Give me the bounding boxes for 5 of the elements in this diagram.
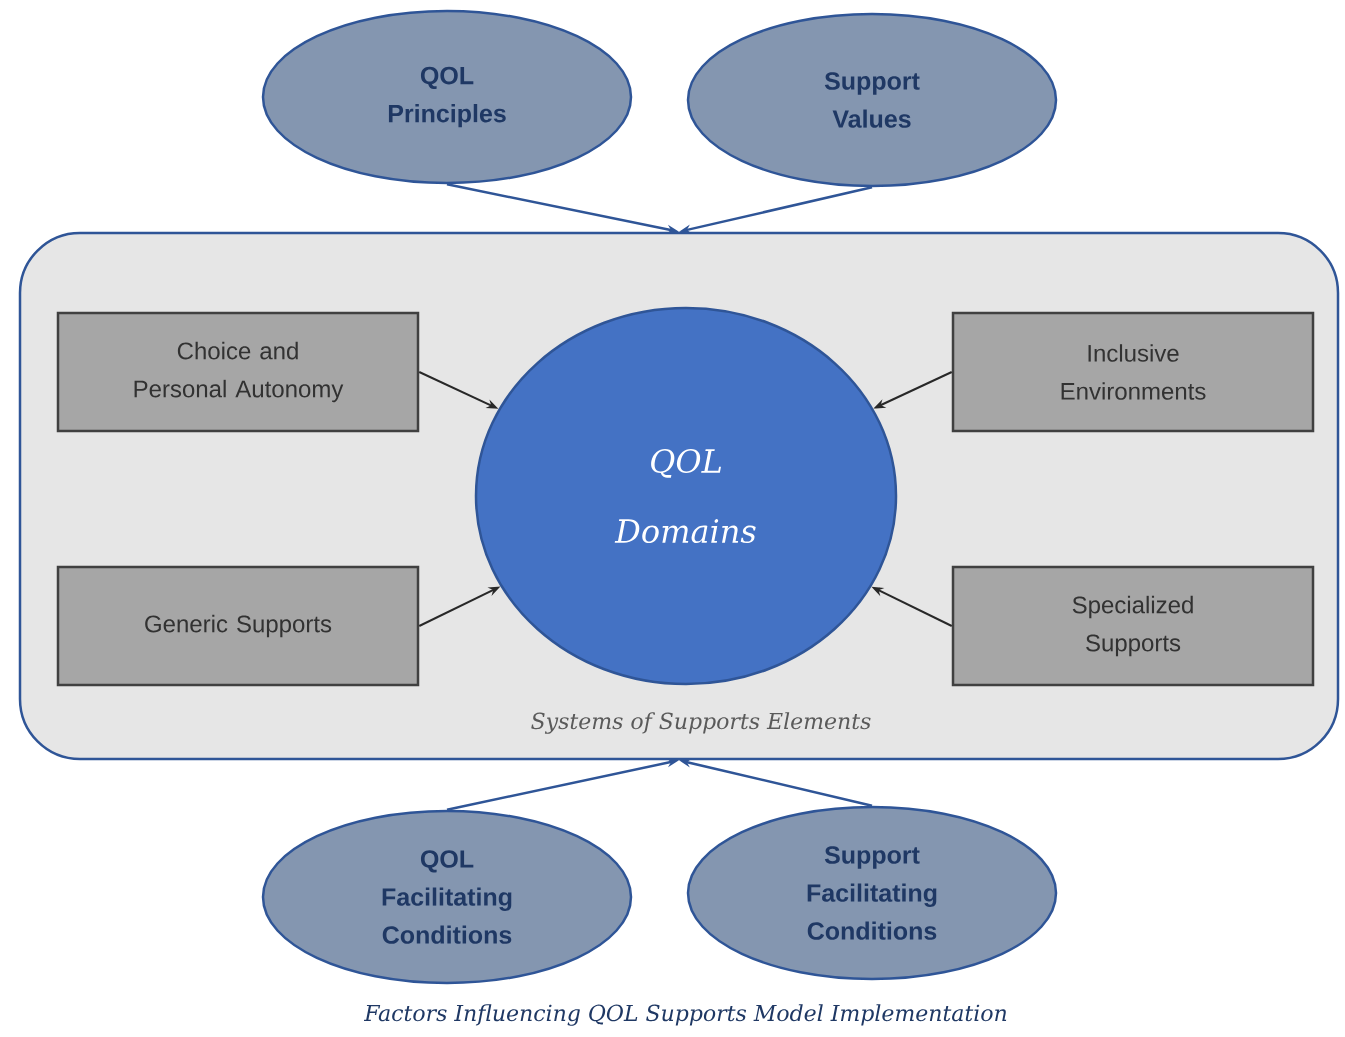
caption: Factors Influencing QOL Supports Model Implementation	[363, 1004, 1007, 1026]
element-box: Choice and Personal Autonomy	[56, 311, 420, 433]
element-box: Generic Supports	[56, 565, 420, 687]
element-box: Specialized Supports	[951, 565, 1315, 687]
element-box: Inclusive Environments	[951, 311, 1315, 433]
